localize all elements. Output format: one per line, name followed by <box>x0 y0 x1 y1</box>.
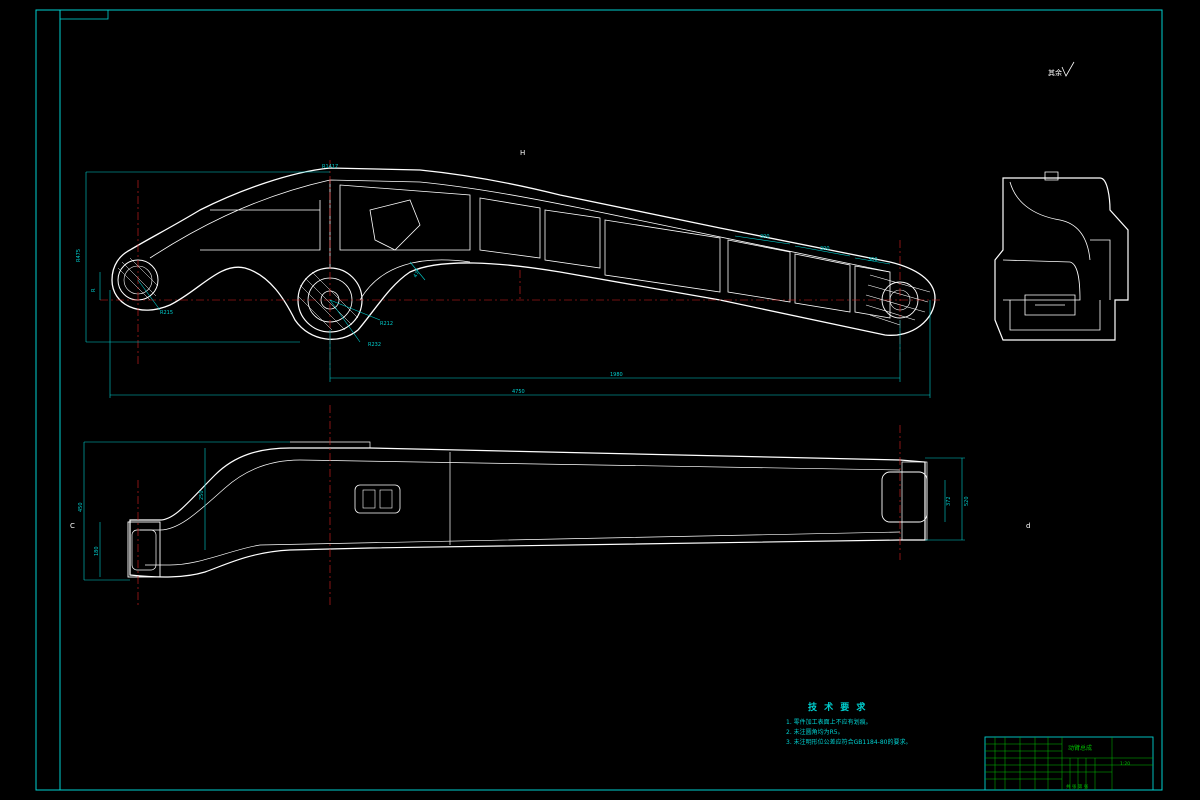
roughness-symbol: 其余 <box>1048 61 1075 77</box>
svg-text:3. 未注明形位公差应符合GB1184-80的要求。: 3. 未注明形位公差应符合GB1184-80的要求。 <box>786 738 911 746</box>
svg-text:R212: R212 <box>380 321 393 327</box>
svg-text:R215: R215 <box>160 310 173 316</box>
svg-text:180: 180 <box>94 546 100 556</box>
svg-text:1:20: 1:20 <box>1120 761 1130 767</box>
svg-text:300: 300 <box>868 257 878 263</box>
svg-text:450: 450 <box>78 502 84 512</box>
technical-requirements: 技 术 要 求 1. 零件加工表面上不应有划痕。 2. 未注圆角均为R5。 3.… <box>786 701 911 746</box>
svg-text:共 张 第 张: 共 张 第 张 <box>1066 783 1089 790</box>
svg-text:R232: R232 <box>368 342 381 348</box>
svg-text:300: 300 <box>820 246 830 252</box>
svg-text:动臂总成: 动臂总成 <box>1068 744 1092 752</box>
view-letter-right: d <box>1026 522 1030 530</box>
svg-text:R475: R475 <box>76 249 82 262</box>
svg-text:技 术 要 求: 技 术 要 求 <box>808 701 867 713</box>
view-letter-top: H <box>520 149 525 157</box>
svg-text:2. 未注圆角均为R5。: 2. 未注圆角均为R5。 <box>786 728 844 736</box>
corner-label-box <box>59 9 109 20</box>
title-block: 动臂总成 1:20 共 张 第 张 <box>984 736 1154 791</box>
bottom-view: 450 180 250 372 520 C d <box>70 405 1030 605</box>
svg-text:1980: 1980 <box>610 372 623 378</box>
svg-text:520: 520 <box>964 496 970 506</box>
svg-text:1. 零件加工表面上不应有划痕。: 1. 零件加工表面上不应有划痕。 <box>786 718 872 726</box>
svg-text:R: R <box>91 288 97 292</box>
inner-border <box>59 9 1163 791</box>
svg-text:其余: 其余 <box>1048 68 1062 77</box>
svg-text:47°: 47° <box>413 268 423 279</box>
outer-border <box>35 9 1163 791</box>
view-letter-left: C <box>70 522 75 530</box>
svg-text:300: 300 <box>760 234 770 240</box>
svg-text:250: 250 <box>199 490 205 500</box>
svg-text:4750: 4750 <box>512 389 525 395</box>
svg-text:372: 372 <box>946 496 952 506</box>
side-view <box>994 171 1129 341</box>
front-view: R475 R 4750 1980 R1417 R212 R232 R215 47… <box>76 160 940 398</box>
svg-text:R1417: R1417 <box>322 164 338 170</box>
